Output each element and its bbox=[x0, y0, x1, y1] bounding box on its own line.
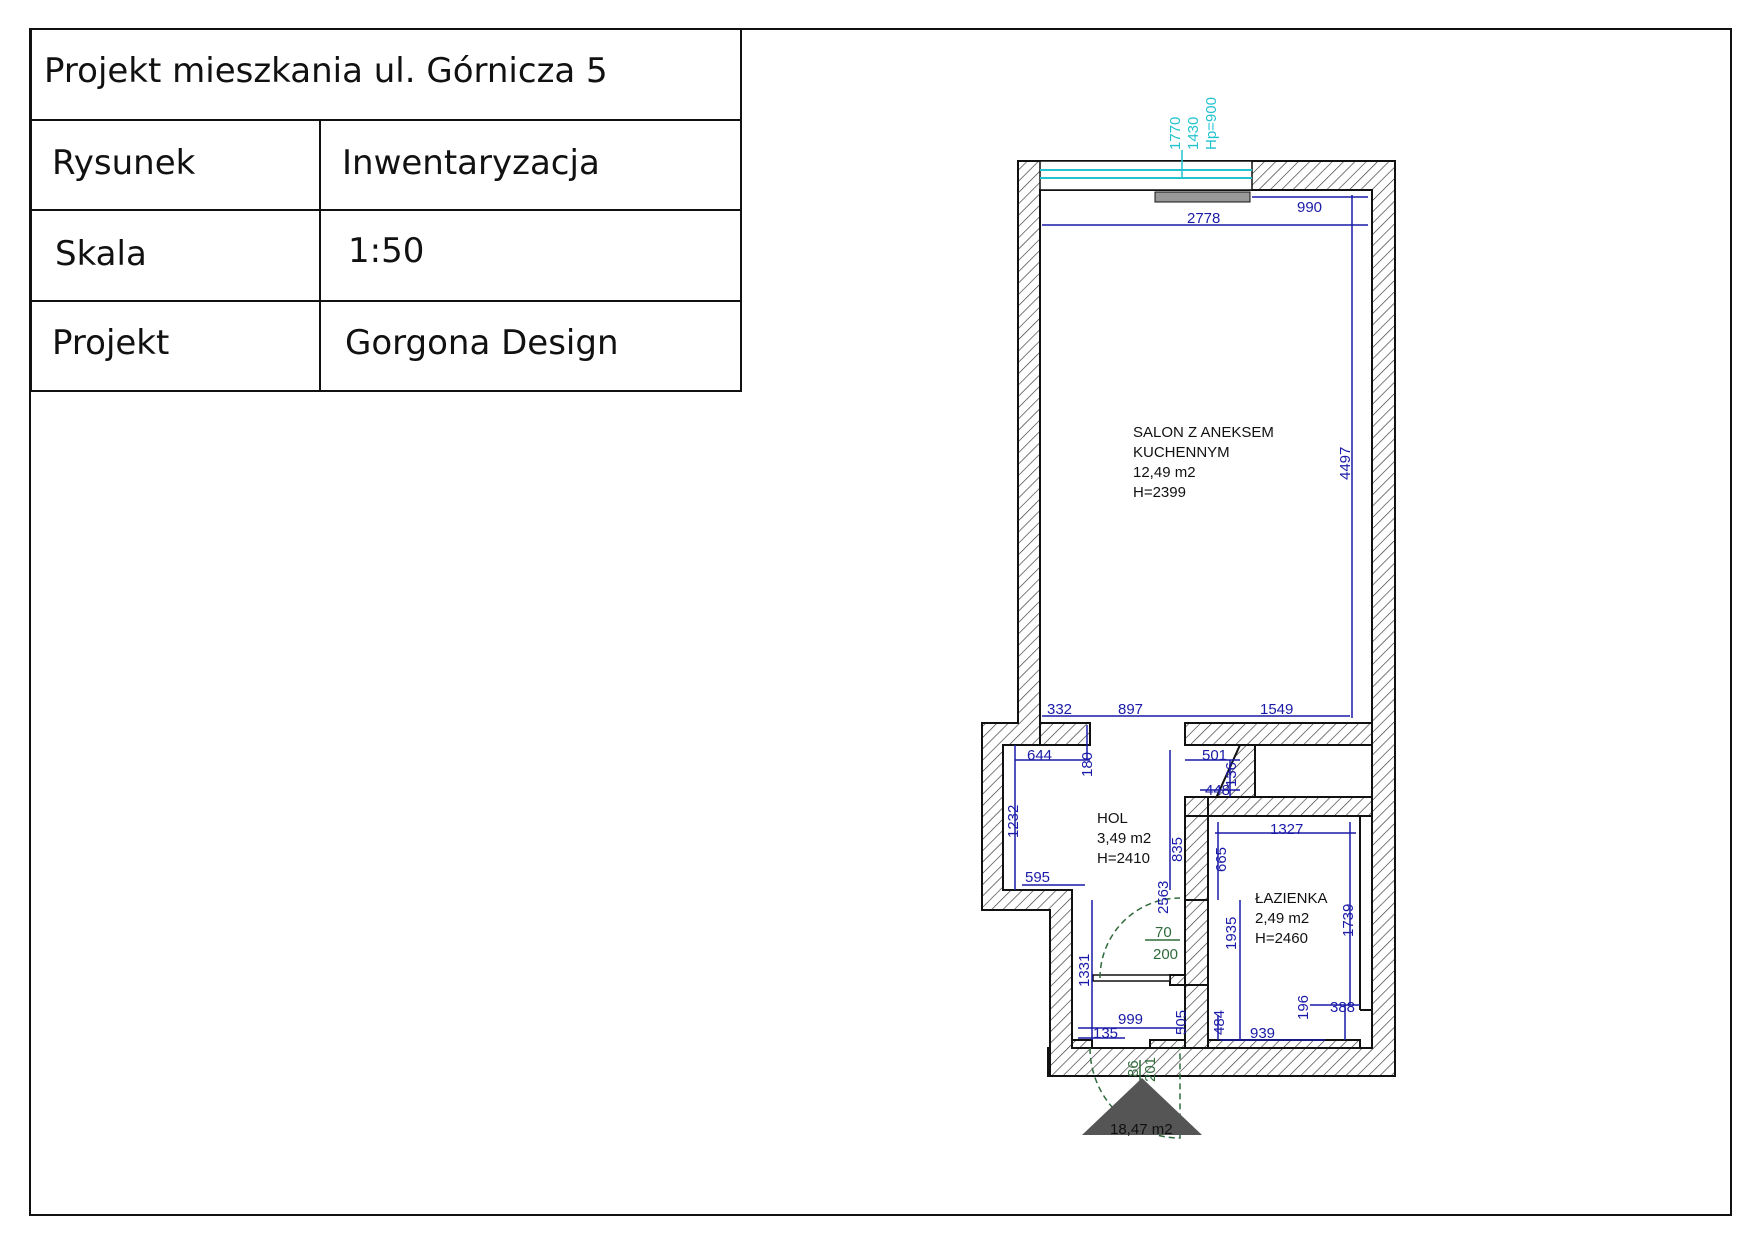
title-block: Projekt mieszkania ul. Górnicza 5 Rysune… bbox=[30, 28, 742, 392]
dim-665: 665 bbox=[1213, 847, 1230, 872]
dim-1549: 1549 bbox=[1260, 701, 1293, 718]
dim-2563: 2563 bbox=[1155, 881, 1172, 914]
tb-label-project: Projekt bbox=[52, 323, 169, 363]
door-dim-201: 201 bbox=[1142, 1057, 1159, 1082]
dim-1935: 1935 bbox=[1223, 917, 1240, 950]
window-opening bbox=[1039, 160, 1253, 191]
dim-897: 897 bbox=[1118, 701, 1143, 718]
hol-height: H=2410 bbox=[1097, 850, 1150, 867]
tb-value-drawing: Inwentaryzacja bbox=[342, 143, 600, 183]
dim-180: 180 bbox=[1079, 752, 1096, 777]
door-dim-70: 70 bbox=[1155, 924, 1172, 941]
dimension-texts: 990 2778 4497 332 897 1549 644 180 501 1… bbox=[1005, 199, 1357, 1042]
dimension-lines bbox=[1014, 195, 1368, 1041]
dim-501: 501 bbox=[1202, 747, 1227, 764]
total-area: 18,47 m2 bbox=[1110, 1121, 1173, 1138]
dim-4497: 4497 bbox=[1337, 447, 1354, 480]
dim-388: 388 bbox=[1330, 999, 1355, 1016]
dim-448: 448 bbox=[1205, 782, 1230, 799]
salon-name-2: KUCHENNYM bbox=[1133, 444, 1230, 461]
shaft bbox=[1254, 744, 1373, 798]
dim-196: 196 bbox=[1295, 995, 1312, 1020]
entrance-marker bbox=[1082, 1078, 1202, 1135]
dim-990: 990 bbox=[1297, 199, 1322, 216]
room-lazienka-label: ŁAZIENKA 2,49 m2 H=2460 bbox=[1255, 890, 1328, 947]
tb-label-drawing: Rysunek bbox=[52, 143, 196, 183]
window-dim-hp: Hp=900 bbox=[1203, 97, 1220, 150]
radiator bbox=[1154, 191, 1251, 203]
lazienka-area: 2,49 m2 bbox=[1255, 910, 1309, 927]
dim-332: 332 bbox=[1047, 701, 1072, 718]
tb-label-scale: Skala bbox=[55, 234, 147, 274]
dim-595: 595 bbox=[1025, 869, 1050, 886]
floor-plan bbox=[981, 160, 1396, 1139]
sheet-border bbox=[29, 28, 1732, 1216]
dim-484: 484 bbox=[1211, 1010, 1228, 1035]
room-hol-label: HOL 3,49 m2 H=2410 bbox=[1097, 810, 1151, 867]
dim-999: 999 bbox=[1118, 1011, 1143, 1028]
hol-name: HOL bbox=[1097, 810, 1128, 827]
dim-644: 644 bbox=[1027, 747, 1052, 764]
dim-1739: 1739 bbox=[1340, 904, 1357, 937]
dim-135: 135 bbox=[1093, 1025, 1118, 1042]
salon-name-1: SALON Z ANEKSEM bbox=[1133, 424, 1274, 441]
dim-835: 835 bbox=[1169, 837, 1186, 862]
salon-height: H=2399 bbox=[1133, 484, 1186, 501]
door-dim-200: 200 bbox=[1153, 946, 1178, 963]
door-swing-bathroom bbox=[1099, 897, 1181, 979]
dim-1331: 1331 bbox=[1076, 954, 1093, 987]
salon-area: 12,49 m2 bbox=[1133, 464, 1196, 481]
dim-505: 505 bbox=[1173, 1010, 1190, 1035]
door-dimension-texts: 70 200 86 201 bbox=[1125, 924, 1178, 1082]
project-title: Projekt mieszkania ul. Górnicza 5 bbox=[44, 51, 608, 91]
tb-value-project: Gorgona Design bbox=[345, 323, 619, 363]
door-dim-86: 86 bbox=[1125, 1060, 1142, 1077]
lazienka-height: H=2460 bbox=[1255, 930, 1308, 947]
window-dim-1430: 1430 bbox=[1185, 117, 1202, 150]
dim-136: 136 bbox=[1223, 762, 1240, 787]
dim-939: 939 bbox=[1250, 1025, 1275, 1042]
wall-segment-left bbox=[1039, 722, 1091, 746]
dim-1232: 1232 bbox=[1005, 805, 1022, 838]
room-salon-label: SALON Z ANEKSEM KUCHENNYM 12,49 m2 H=239… bbox=[1133, 424, 1274, 501]
wall-segment-right bbox=[1184, 722, 1373, 746]
lazienka-name: ŁAZIENKA bbox=[1255, 890, 1328, 907]
dim-2778: 2778 bbox=[1187, 210, 1220, 227]
bath-door-frame bbox=[1092, 974, 1171, 982]
exterior-wall bbox=[981, 160, 1396, 1077]
dim-1327: 1327 bbox=[1270, 821, 1303, 838]
tb-value-scale: 1:50 bbox=[348, 231, 424, 271]
window-dim-1770: 1770 bbox=[1167, 117, 1184, 150]
hol-area: 3,49 m2 bbox=[1097, 830, 1151, 847]
